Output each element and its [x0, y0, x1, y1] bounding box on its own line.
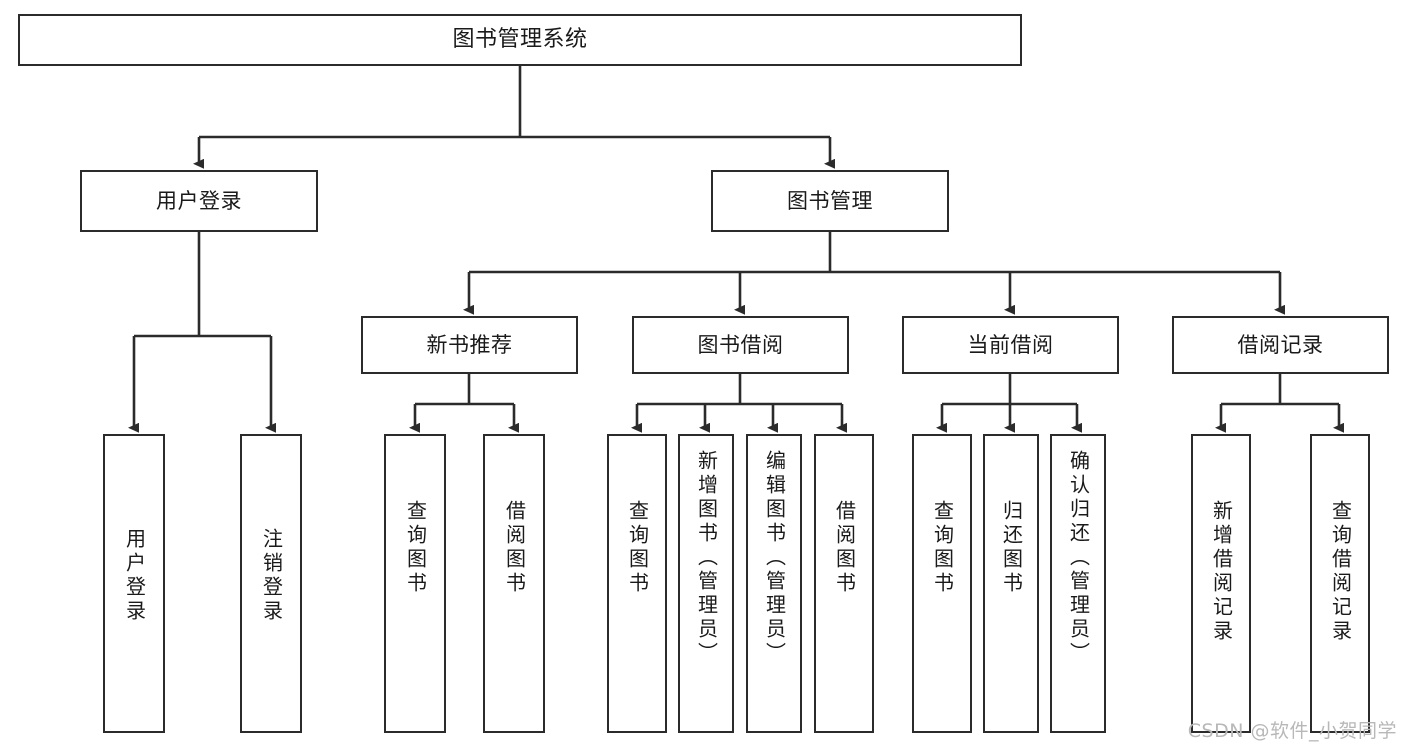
- csdn-watermark: CSDN @软件_小贺同学: [1187, 720, 1397, 742]
- node-label: 查询图书: [403, 500, 428, 596]
- node-label: 用户登录: [122, 528, 147, 624]
- node-label: 当前借阅: [967, 332, 1054, 357]
- leaf-query-borrow-record[interactable]: 查询借阅记录: [1310, 434, 1370, 733]
- node-label: 图书管理系统: [452, 26, 588, 52]
- node-label: 查询图书: [930, 500, 955, 596]
- node-label: 图书管理: [787, 188, 873, 213]
- node-label: 查询图书: [625, 500, 650, 596]
- node-label: 新书推荐: [426, 332, 513, 357]
- node-label: 借阅图书: [502, 500, 527, 596]
- node-label: 新增图书（管理员）: [694, 450, 719, 666]
- node-label: 图书借阅: [697, 332, 784, 357]
- node-label: 新增借阅记录: [1209, 500, 1234, 644]
- node-new-book-recommend[interactable]: 新书推荐: [361, 316, 578, 374]
- node-user-login[interactable]: 用户登录: [80, 170, 318, 232]
- leaf-borrow-book-new[interactable]: 借阅图书: [483, 434, 545, 733]
- leaf-confirm-return-admin[interactable]: 确认归还（管理员）: [1050, 434, 1106, 733]
- node-label: 编辑图书（管理员）: [762, 450, 787, 666]
- node-label: 注销登录: [259, 528, 284, 624]
- node-label: 归还图书: [999, 500, 1024, 596]
- node-label: 用户登录: [156, 188, 242, 213]
- leaf-query-book-borrow[interactable]: 查询图书: [607, 434, 667, 733]
- leaf-query-book-new[interactable]: 查询图书: [384, 434, 446, 733]
- leaf-add-book-admin[interactable]: 新增图书（管理员）: [678, 434, 734, 733]
- node-label: 借阅记录: [1237, 332, 1324, 357]
- node-root-system[interactable]: 图书管理系统: [18, 14, 1022, 66]
- leaf-return-book[interactable]: 归还图书: [983, 434, 1039, 733]
- node-current-borrow[interactable]: 当前借阅: [902, 316, 1119, 374]
- leaf-query-book-current[interactable]: 查询图书: [912, 434, 972, 733]
- leaf-edit-book-admin[interactable]: 编辑图书（管理员）: [746, 434, 802, 733]
- leaf-user-logout[interactable]: 注销登录: [240, 434, 302, 733]
- node-label: 查询借阅记录: [1328, 500, 1353, 644]
- node-label: 借阅图书: [832, 500, 857, 596]
- node-book-borrow[interactable]: 图书借阅: [632, 316, 849, 374]
- leaf-user-login[interactable]: 用户登录: [103, 434, 165, 733]
- node-borrow-record[interactable]: 借阅记录: [1172, 316, 1389, 374]
- leaf-borrow-book[interactable]: 借阅图书: [814, 434, 874, 733]
- node-label: 确认归还（管理员）: [1066, 450, 1091, 666]
- node-book-management[interactable]: 图书管理: [711, 170, 949, 232]
- leaf-add-borrow-record[interactable]: 新增借阅记录: [1191, 434, 1251, 733]
